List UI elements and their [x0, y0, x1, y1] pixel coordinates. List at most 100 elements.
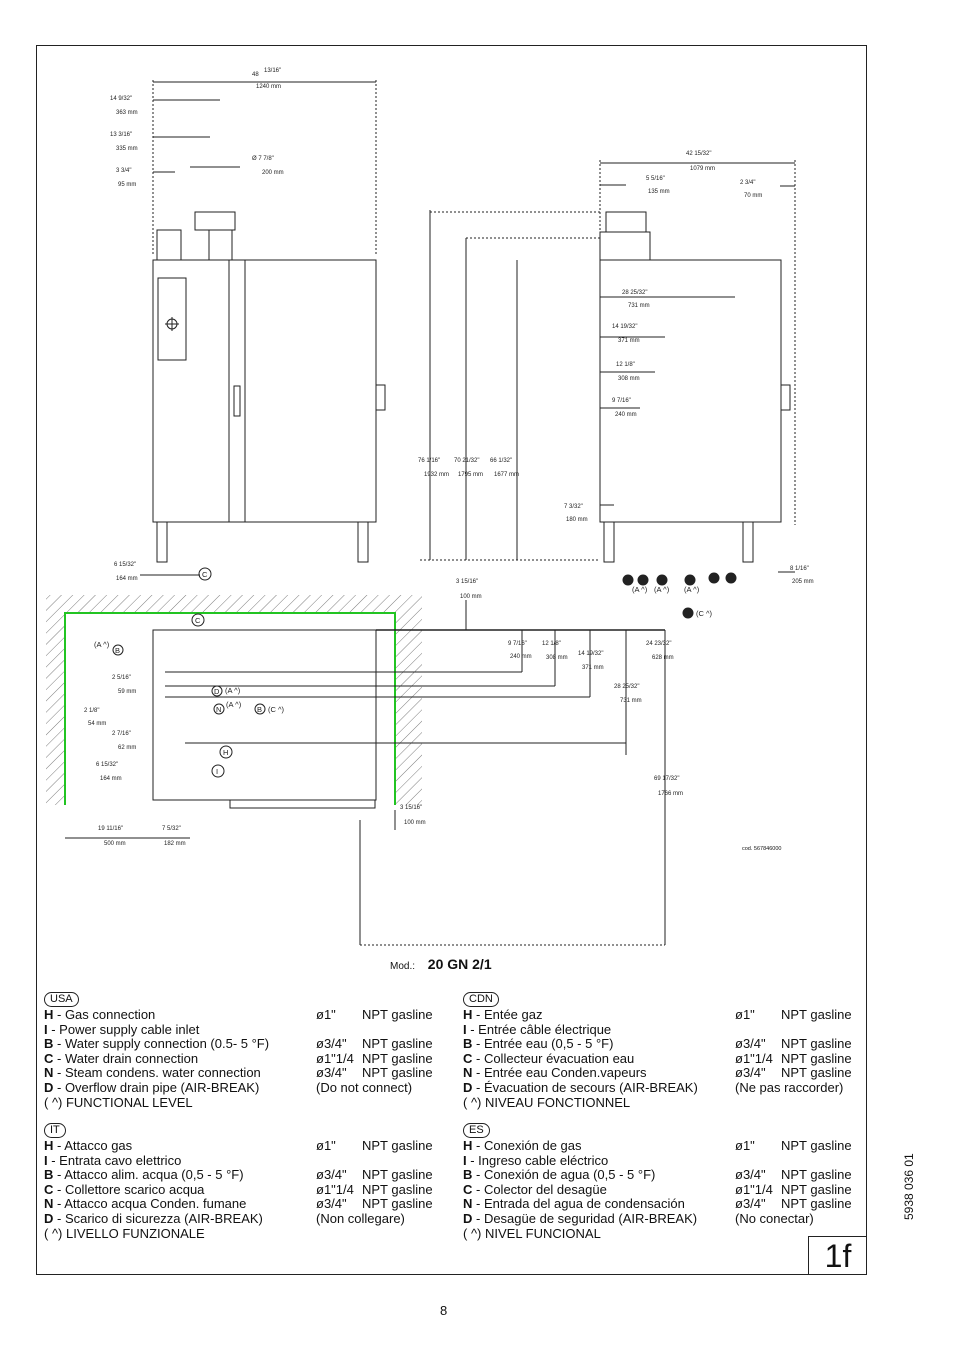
- svg-text:8 1/16": 8 1/16": [790, 566, 809, 572]
- svg-text:182 mm: 182 mm: [164, 841, 186, 847]
- svg-text:12 1/8": 12 1/8": [542, 641, 561, 647]
- svg-text:(C ^): (C ^): [696, 609, 713, 618]
- svg-text:164 mm: 164 mm: [100, 776, 122, 782]
- svg-text:B: B: [115, 646, 120, 655]
- svg-text:240 mm: 240 mm: [510, 654, 532, 660]
- model-label: Mod.: 20 GN 2/1: [390, 956, 492, 972]
- svg-text:28 25/32": 28 25/32": [622, 290, 648, 296]
- svg-text:14 19/32": 14 19/32": [578, 651, 604, 657]
- svg-text:19 11/16": 19 11/16": [98, 826, 123, 832]
- svg-text:(A ^): (A ^): [654, 585, 670, 594]
- svg-text:2 3/4": 2 3/4": [740, 180, 755, 186]
- svg-text:(A ^): (A ^): [684, 585, 700, 594]
- svg-text:13 3/16": 13 3/16": [110, 132, 132, 138]
- svg-text:200 mm: 200 mm: [262, 170, 284, 176]
- model-prefix: Mod.:: [390, 961, 416, 972]
- svg-text:100 mm: 100 mm: [460, 594, 482, 600]
- svg-text:6 15/32": 6 15/32": [96, 762, 118, 768]
- svg-text:N: N: [216, 705, 221, 714]
- svg-text:363 mm: 363 mm: [116, 110, 138, 116]
- svg-text:5 5/16": 5 5/16": [646, 176, 665, 182]
- svg-text:1932 mm: 1932 mm: [424, 472, 449, 478]
- svg-text:1240 mm: 1240 mm: [256, 84, 281, 90]
- svg-text:9 7/16": 9 7/16": [508, 641, 527, 647]
- svg-text:371 mm: 371 mm: [582, 665, 604, 671]
- svg-text:308 mm: 308 mm: [618, 376, 640, 382]
- svg-text:1677 mm: 1677 mm: [494, 472, 519, 478]
- svg-text:12 1/8": 12 1/8": [616, 362, 635, 368]
- plan-view: [46, 595, 666, 946]
- svg-text:N: N: [687, 576, 692, 585]
- svg-text:13/16": 13/16": [264, 68, 281, 74]
- svg-text:D: D: [214, 687, 220, 696]
- svg-text:I: I: [216, 767, 218, 776]
- svg-text:7 5/32": 7 5/32": [162, 826, 181, 832]
- svg-text:(A ^): (A ^): [94, 640, 110, 649]
- svg-text:14 9/32": 14 9/32": [110, 96, 132, 102]
- front-view: [140, 80, 386, 576]
- door-handle: [233, 385, 241, 417]
- svg-text:205 mm: 205 mm: [792, 579, 814, 585]
- svg-text:I: I: [729, 574, 731, 583]
- page-number: 8: [440, 1303, 448, 1318]
- front-dims: 48 13/16" 1240 mm 14 9/32" 363 mm 13 3/16" 3…: [110, 68, 284, 582]
- legend-tag-cdn: CDN: [463, 992, 499, 1007]
- svg-text:C: C: [195, 616, 201, 625]
- svg-text:24 23/32": 24 23/32": [646, 641, 672, 647]
- svg-text:371 mm: 371 mm: [618, 338, 640, 344]
- svg-text:(A ^): (A ^): [225, 686, 241, 695]
- plan-dims: 3 15/16" 100 mm 9 7/16" 240 mm 12 1/8" 308 …: [84, 579, 683, 847]
- control-panel: [157, 277, 187, 361]
- svg-text:(A ^): (A ^): [632, 585, 648, 594]
- svg-text:1079 mm: 1079 mm: [690, 166, 715, 172]
- svg-text:54 mm: 54 mm: [88, 721, 106, 727]
- svg-text:D: D: [659, 576, 665, 585]
- svg-text:100 mm: 100 mm: [404, 820, 426, 826]
- svg-text:C: C: [202, 570, 208, 579]
- svg-text:(A ^): (A ^): [226, 700, 242, 709]
- svg-text:628 mm: 628 mm: [652, 655, 674, 661]
- side-dims: 42 15/32"1079 mm 5 5/16"135 mm 2 3/4"70 …: [418, 151, 814, 585]
- svg-text:H: H: [711, 574, 716, 583]
- svg-text:3 15/16": 3 15/16": [456, 579, 478, 585]
- svg-text:731 mm: 731 mm: [628, 303, 650, 309]
- svg-text:335 mm: 335 mm: [116, 146, 138, 152]
- svg-text:B: B: [257, 705, 262, 714]
- svg-text:48: 48: [252, 72, 259, 78]
- svg-text:500 mm: 500 mm: [104, 841, 126, 847]
- document-code: 5938 036 01: [902, 1153, 916, 1220]
- svg-text:B: B: [640, 576, 645, 585]
- svg-text:H: H: [223, 748, 228, 757]
- legend-tag-usa: USA: [44, 992, 79, 1007]
- svg-text:7 3/32": 7 3/32": [564, 504, 583, 510]
- svg-text:B: B: [685, 609, 690, 618]
- svg-text:731 mm: 731 mm: [620, 698, 642, 704]
- svg-text:3 15/16": 3 15/16": [400, 805, 422, 811]
- side-view: [420, 160, 796, 573]
- svg-text:(C ^): (C ^): [268, 705, 285, 714]
- svg-text:180 mm: 180 mm: [566, 517, 588, 523]
- svg-text:9 7/16": 9 7/16": [612, 398, 631, 404]
- svg-text:76 1/16": 76 1/16": [418, 458, 440, 464]
- svg-text:6 15/32": 6 15/32": [114, 562, 136, 568]
- svg-text:164 mm: 164 mm: [116, 576, 138, 582]
- svg-text:308 mm: 308 mm: [546, 655, 568, 661]
- svg-text:240 mm: 240 mm: [615, 412, 637, 418]
- sheet-number: 1f: [808, 1236, 867, 1275]
- svg-text:1795 mm: 1795 mm: [458, 472, 483, 478]
- drawing-frame: [36, 45, 867, 1275]
- svg-text:2 1/8": 2 1/8": [84, 708, 99, 714]
- side-connection-labels: [622, 572, 737, 619]
- svg-text:42 15/32": 42 15/32": [686, 151, 712, 157]
- svg-text:1766 mm: 1766 mm: [658, 791, 683, 797]
- svg-text:69 17/32": 69 17/32": [654, 776, 680, 782]
- legend-tag-es: ES: [463, 1123, 490, 1138]
- svg-text:14 19/32": 14 19/32": [612, 324, 638, 330]
- model-name: 20 GN 2/1: [427, 956, 492, 972]
- svg-text:Ø 7 7/8": Ø 7 7/8": [252, 156, 274, 162]
